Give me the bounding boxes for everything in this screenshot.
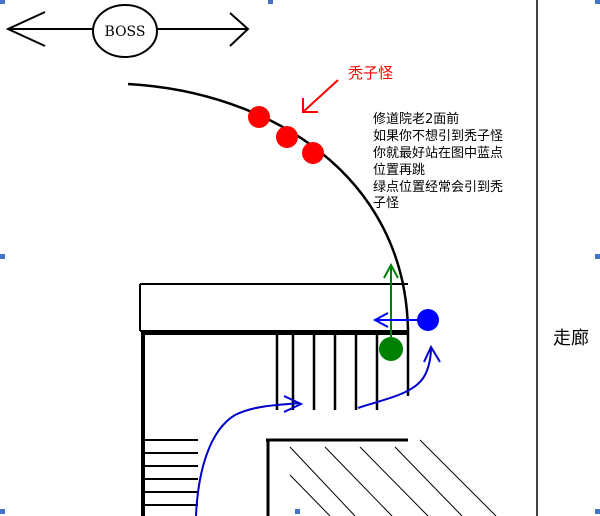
note-line: 如果你不想引到秃子怪 [373, 128, 503, 144]
boss-oval [92, 4, 158, 58]
upper-stairs [275, 335, 379, 410]
green-point [379, 337, 403, 361]
platform [139, 283, 408, 332]
monster-pointer-arrow [302, 79, 339, 113]
lower-left-stairs [143, 439, 198, 506]
monster-label: 秃子怪 [348, 64, 393, 82]
path-arrows [195, 344, 441, 516]
note-line: 你就最好站在图中蓝点 [373, 146, 503, 161]
corridor-label: 走廊 [553, 328, 589, 349]
green-point-marker [383, 262, 399, 350]
blue-point [417, 309, 439, 331]
monster-dot [276, 126, 298, 148]
note-text: 修道院老2面前 如果你不想引到秃子怪 你就最好站在图中蓝点 位置再跳 绿点位置经… [373, 111, 507, 211]
note-line: 修道院老2面前 [373, 111, 459, 127]
building-walls [141, 331, 408, 516]
hatched-block [266, 438, 497, 516]
curved-wall [127, 82, 410, 396]
monster-dot [248, 106, 270, 128]
note-line: 位置再跳 [373, 163, 425, 178]
note-line: 子怪 [373, 196, 399, 211]
monster-dot [302, 142, 324, 164]
boss-label: BOSS [105, 24, 146, 40]
note-line: 绿点位置经常会引到秃 [373, 180, 503, 195]
